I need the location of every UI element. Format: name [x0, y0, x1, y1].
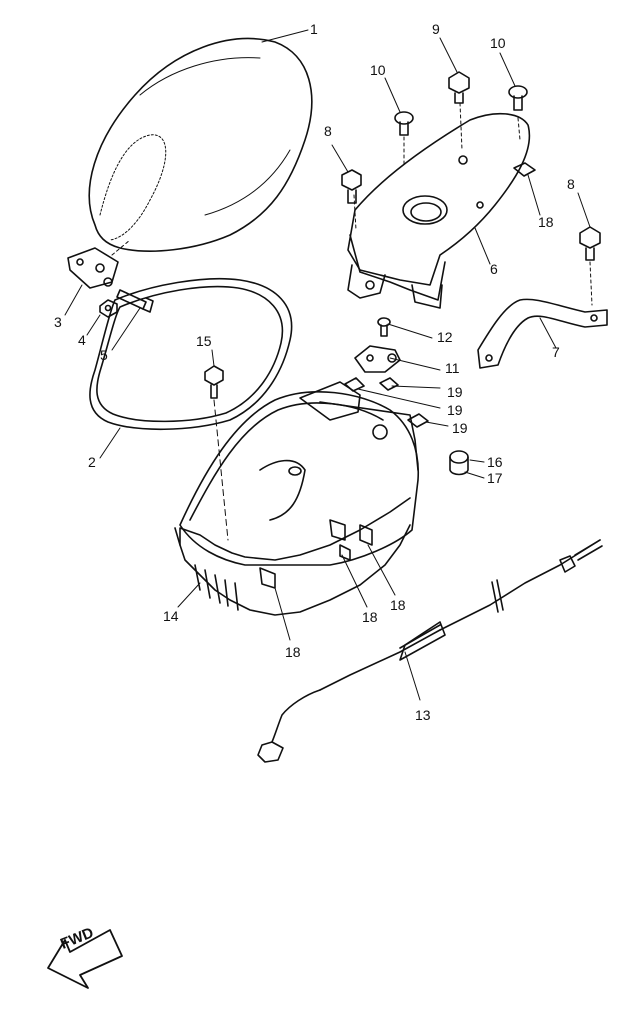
callout-4: 4 [78, 332, 86, 348]
callout-3: 3 [54, 314, 62, 330]
callout-19-upper: 19 [447, 384, 463, 400]
callout-19-lower: 19 [452, 420, 468, 436]
seat-part [88, 37, 313, 252]
callout-9: 9 [432, 21, 440, 37]
screw-part-12 [377, 317, 391, 337]
callout-14: 14 [163, 608, 179, 624]
callout-17: 17 [487, 470, 503, 486]
bolt-part-9 [448, 71, 470, 104]
callout-13: 13 [415, 707, 431, 723]
callout-8-left: 8 [324, 123, 332, 139]
clip-part-18-upper [513, 162, 536, 177]
callout-10-right: 10 [490, 35, 506, 51]
callout-10-left: 10 [370, 62, 386, 78]
strap-bracket-part [477, 298, 608, 369]
callout-16: 16 [487, 454, 503, 470]
callout-7: 7 [552, 344, 560, 360]
callout-12: 12 [437, 329, 453, 345]
callout-6: 6 [490, 261, 498, 277]
screw-part-10-left [394, 111, 414, 136]
callout-8-right: 8 [567, 176, 575, 192]
callout-18-box-right: 18 [390, 597, 406, 613]
seat-lock-cover-part [347, 102, 531, 309]
bolt-part-8-right [579, 226, 601, 306]
screw-part-10-right [508, 85, 528, 111]
seat-lock-cable-part [257, 539, 603, 763]
callout-18-box-mid: 18 [362, 609, 378, 625]
storage-box-part [174, 381, 420, 616]
fwd-arrow-icon [47, 929, 123, 989]
seal-ring-part [89, 277, 293, 431]
screw-part [204, 365, 229, 541]
hinge-bracket-part [67, 239, 131, 289]
callout-5: 5 [100, 347, 108, 363]
callout-leader-lines [64, 29, 591, 701]
callout-15: 15 [196, 333, 212, 349]
bolt-part-8-left [341, 169, 362, 204]
callout-18-cover: 18 [538, 214, 554, 230]
grommet-part [449, 450, 469, 476]
callout-18-box-left: 18 [285, 644, 301, 660]
callout-19-middle: 19 [447, 402, 463, 418]
clip-part-19 [344, 377, 429, 428]
callout-2: 2 [88, 454, 96, 470]
callout-11: 11 [445, 360, 460, 376]
callout-1: 1 [310, 21, 318, 37]
hinge-bolt-part [116, 289, 154, 313]
